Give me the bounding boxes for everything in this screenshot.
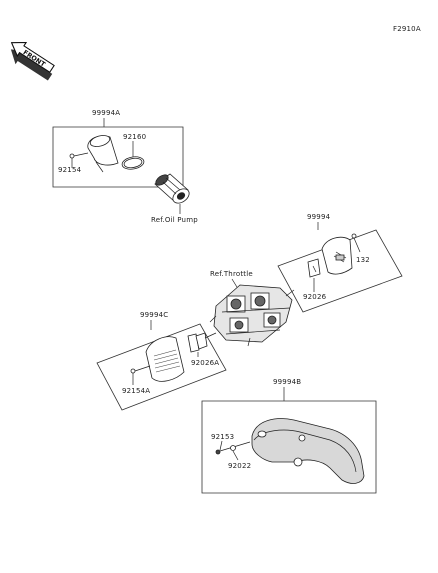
label-ref-oil-pump: Ref.Oil Pump [151,216,198,224]
oil-filter [154,173,190,204]
throttle-body [209,284,295,347]
label-kit-b: 99994B [273,378,301,386]
label-kit-a: 99994A [92,109,120,117]
label-92022: 92022 [228,462,251,470]
label-kit-99994: 99994 [307,213,331,221]
label-92160: 92160 [123,133,146,141]
lower-cover [251,418,365,484]
clamp-92026a [187,332,217,353]
bolt-132 [351,233,361,253]
label-92153: 92153 [211,433,234,441]
cover-band [121,156,145,170]
kit-b-box [201,400,377,494]
throttle-cover-right [321,236,353,275]
throttle-cover-left [145,336,185,382]
label-ref-throttle: Ref.Throttle [210,270,253,278]
label-92026a: 92026A [191,359,219,367]
label-kit-c: 99994C [140,311,168,319]
washer-92022 [230,445,236,451]
label-92154a: 92154A [122,387,150,395]
oil-filter-cover [87,135,119,173]
label-92154: 92154 [58,166,82,174]
label-92026: 92026 [303,293,327,301]
front-arrow-icon: FRONT [10,42,55,81]
clamp-92026 [307,258,321,278]
diagram-code: F2910A [393,25,421,33]
bolt-92154a [130,365,151,385]
label-132: 132 [356,256,370,264]
